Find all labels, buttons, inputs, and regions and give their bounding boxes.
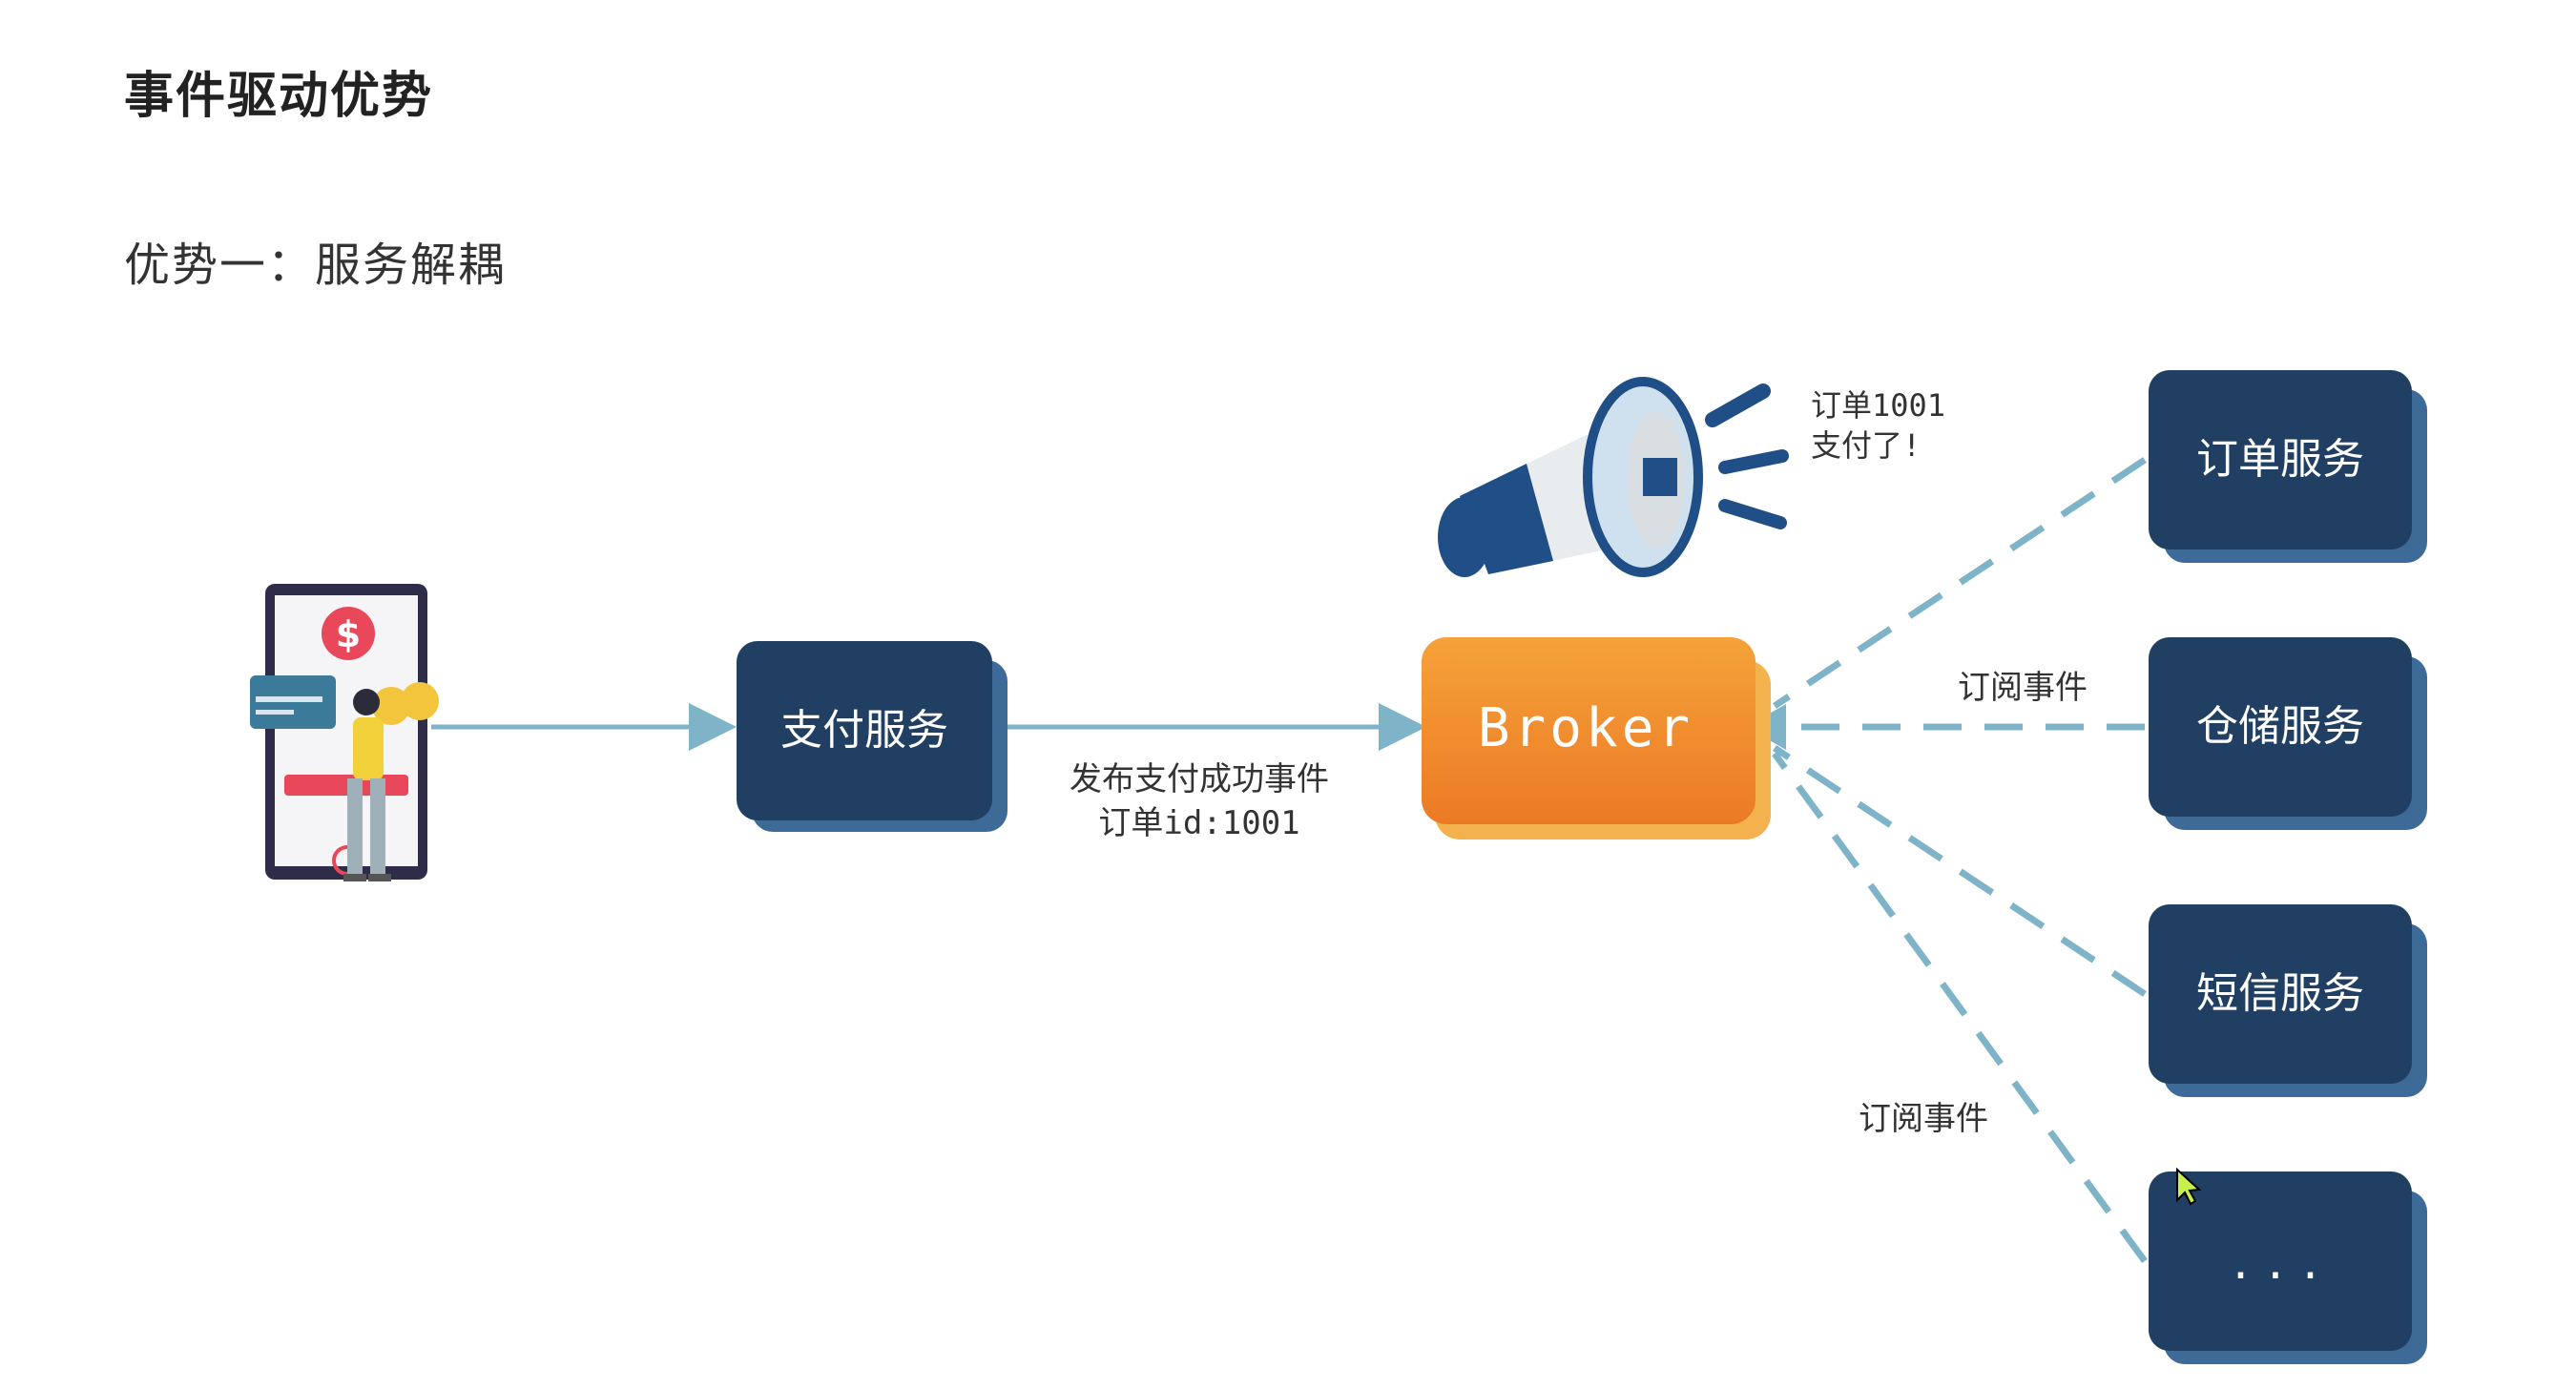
mouse-cursor-icon [2176,1167,2202,1206]
announcement-line2: 支付了! [1811,427,1921,464]
mobile-payment-icon: $ [250,584,439,881]
svg-text:$: $ [336,613,361,655]
subscribe-line-more [1772,751,2148,1264]
subscribe-label-top: 订阅事件 [1958,669,2088,707]
page-subtitle: 优势一：服务解耦 [124,238,507,292]
broker-node: Broker [1422,637,1771,840]
page-title: 事件驱动优势 [124,68,434,125]
broker-label: Broker [1478,697,1693,759]
subscribe-line-sms [1773,745,2147,997]
order-service-node: 订单服务 [2149,370,2427,563]
sms-service-node: 短信服务 [2149,904,2427,1097]
order-id-label: 订单id:1001 [1098,804,1299,842]
publish-event-label: 发布支付成功事件 [1070,760,1329,798]
subscribe-line-order [1773,457,2147,709]
sms-service-label: 短信服务 [2196,969,2364,1018]
more-services-node: ... [2149,1171,2427,1364]
payment-service-node: 支付服务 [737,641,1008,832]
subscribe-lines [1772,457,2148,1264]
announcement-line1: 订单1001 [1811,387,1945,424]
order-service-label: 订单服务 [2196,435,2364,484]
storage-service-label: 仓储服务 [2196,702,2364,751]
payment-service-label: 支付服务 [780,706,948,755]
subscribe-label-bottom: 订阅事件 [1859,1100,1988,1138]
more-services-label: ... [2228,1240,2332,1289]
megaphone-icon [1438,377,1789,577]
storage-service-node: 仓储服务 [2149,637,2427,830]
